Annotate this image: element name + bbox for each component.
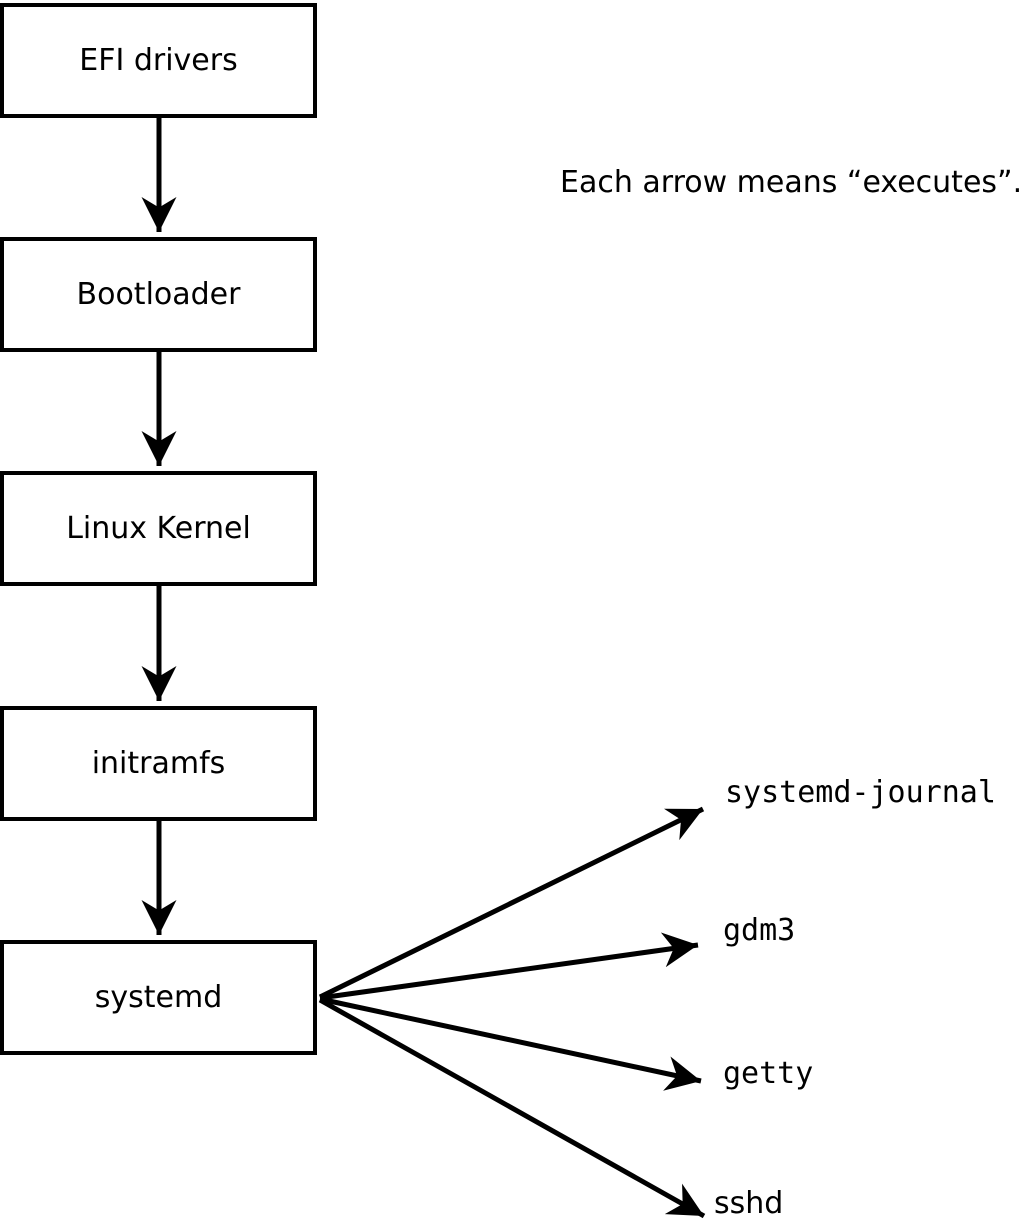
process-label-gdm3: gdm3 — [723, 913, 796, 948]
arrow-systemd-to-getty — [319, 996, 702, 1091]
process-label-getty: getty — [723, 1056, 814, 1091]
box-initramfs: initramfs — [0, 706, 317, 821]
box-systemd: systemd — [0, 940, 317, 1055]
box-systemd-label: systemd — [94, 980, 223, 1015]
box-linux-kernel-label: Linux Kernel — [66, 511, 251, 546]
box-efi-drivers-label: EFI drivers — [79, 43, 238, 78]
box-bootloader: Bootloader — [0, 237, 317, 352]
arrow-systemd-to-journal — [318, 806, 705, 1000]
process-label-systemd-journal: systemd-journal — [725, 775, 996, 810]
box-bootloader-label: Bootloader — [76, 277, 241, 312]
box-linux-kernel: Linux Kernel — [0, 471, 317, 586]
arrow-systemd-to-sshd — [318, 997, 706, 1219]
arrow-systemd-to-gdm3 — [319, 932, 699, 1001]
box-efi-drivers: EFI drivers — [0, 3, 317, 118]
arrow-meaning-note: Each arrow means “executes”. — [560, 165, 1023, 200]
box-initramfs-label: initramfs — [91, 746, 226, 781]
process-label-sshd: sshd — [714, 1186, 784, 1221]
